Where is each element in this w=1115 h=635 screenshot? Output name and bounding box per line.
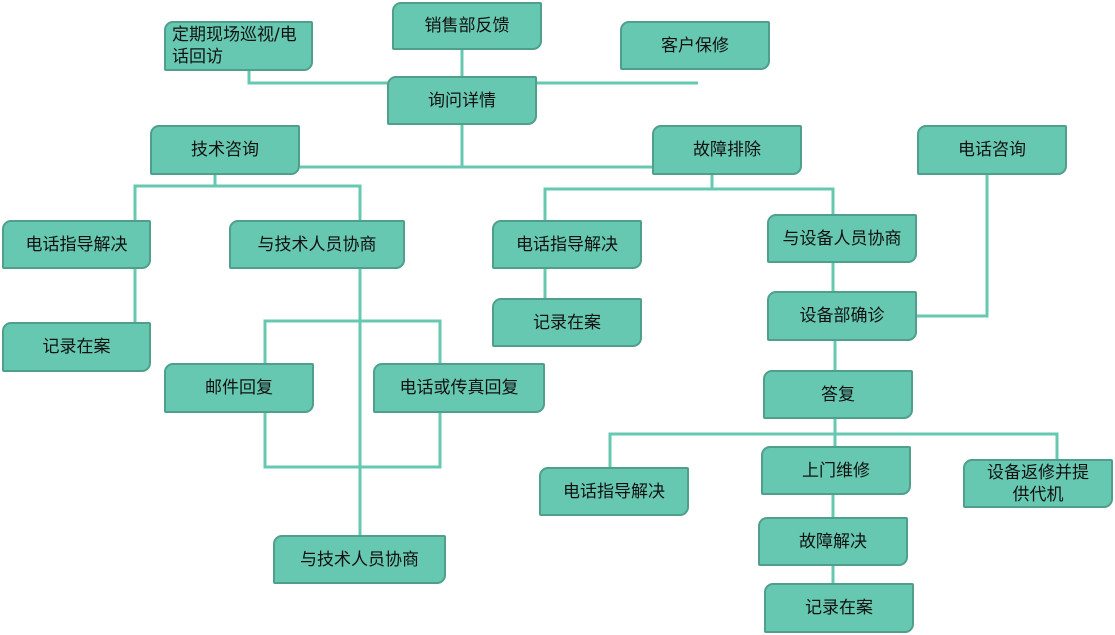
node-equip-diagnose: 设备部确诊 [767, 291, 917, 341]
node-record-2: 记录在案 [492, 298, 642, 347]
node-phone-consult: 电话咨询 [917, 125, 1067, 175]
connector [247, 71, 698, 85]
node-reply: 答复 [763, 370, 913, 419]
connector [608, 432, 1059, 467]
node-phone-guide-1: 电话指导解决 [2, 220, 151, 269]
node-fault-resolved: 故障解决 [758, 517, 908, 566]
connector [263, 319, 442, 363]
node-negotiate-equip: 与设备人员协商 [767, 214, 917, 263]
connector [133, 184, 362, 220]
connector [543, 187, 835, 220]
node-return-repair: 设备返修并提供代机 [963, 459, 1113, 508]
node-visit: 定期现场巡视/电话回访 [164, 21, 313, 71]
node-troubleshoot: 故障排除 [652, 125, 802, 175]
node-onsite-repair: 上门维修 [761, 446, 911, 495]
node-sales-feedback: 销售部反馈 [392, 2, 542, 50]
node-email-reply: 邮件回复 [164, 363, 314, 413]
connector [917, 175, 989, 318]
node-phone-guide-2: 电话指导解决 [492, 220, 642, 269]
node-negotiate-tech-1: 与技术人员协商 [229, 220, 405, 269]
node-phone-fax-reply: 电话或传真回复 [373, 363, 545, 413]
node-customer-warranty: 客户保修 [620, 21, 770, 70]
node-tech-consult: 技术咨询 [150, 125, 300, 175]
node-record-3: 记录在案 [764, 583, 914, 633]
node-inquire: 询问详情 [387, 76, 537, 125]
connector [263, 413, 442, 469]
node-record-1: 记录在案 [2, 322, 151, 372]
node-phone-guide-3: 电话指导解决 [539, 467, 689, 516]
node-negotiate-tech-2: 与技术人员协商 [273, 535, 446, 584]
